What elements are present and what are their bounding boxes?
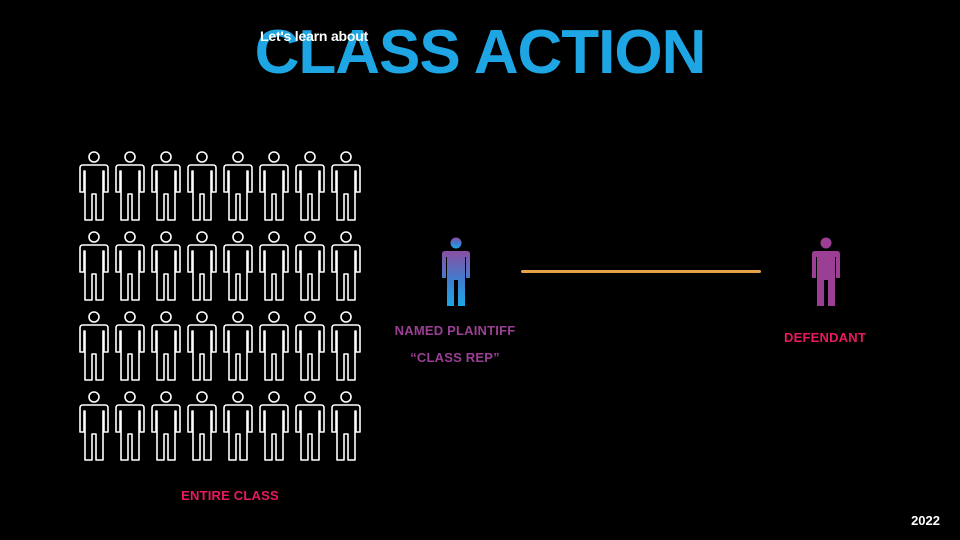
class-member-person-icon [79, 231, 109, 301]
class-member-person-icon [187, 231, 217, 301]
class-member-person-icon [259, 231, 289, 301]
class-member-person-icon [115, 151, 145, 221]
class-member-person-icon [295, 151, 325, 221]
defendant-person-icon [812, 237, 840, 306]
class-member-person-icon [187, 391, 217, 461]
slide-title: CLASS ACTION [254, 18, 707, 87]
class-member-person-icon [223, 311, 253, 381]
slide-kicker: Let's learn about [260, 28, 369, 44]
class-member-person-icon [331, 151, 361, 221]
class-member-person-icon [223, 151, 253, 221]
class-member-person-icon [79, 151, 109, 221]
class-member-person-icon [331, 391, 361, 461]
class-member-person-icon [259, 391, 289, 461]
class-member-person-icon [151, 231, 181, 301]
defendant-label: DEFENDANT [784, 330, 866, 345]
class-rep-label: “CLASS REP” [410, 350, 500, 365]
class-member-person-icon [223, 231, 253, 301]
class-members-grid [78, 150, 368, 470]
class-member-person-icon [187, 151, 217, 221]
class-member-person-icon [151, 151, 181, 221]
class-member-person-icon [223, 391, 253, 461]
class-member-person-icon [115, 391, 145, 461]
class-member-person-icon [115, 231, 145, 301]
plaintiff-person-icon [442, 237, 470, 306]
class-member-person-icon [259, 151, 289, 221]
class-member-person-icon [151, 391, 181, 461]
class-member-person-icon [79, 311, 109, 381]
class-member-person-icon [151, 311, 181, 381]
year-label: 2022 [911, 513, 940, 528]
class-member-person-icon [259, 311, 289, 381]
class-member-person-icon [187, 311, 217, 381]
named-plaintiff-label: NAMED PLAINTIFF [394, 323, 516, 338]
entire-class-label: ENTIRE CLASS [181, 488, 279, 503]
class-member-person-icon [295, 311, 325, 381]
plaintiff-defendant-connector [521, 270, 761, 273]
class-member-person-icon [295, 231, 325, 301]
class-member-person-icon [115, 311, 145, 381]
class-member-person-icon [79, 391, 109, 461]
class-member-person-icon [331, 311, 361, 381]
class-member-person-icon [295, 391, 325, 461]
class-member-person-icon [331, 231, 361, 301]
